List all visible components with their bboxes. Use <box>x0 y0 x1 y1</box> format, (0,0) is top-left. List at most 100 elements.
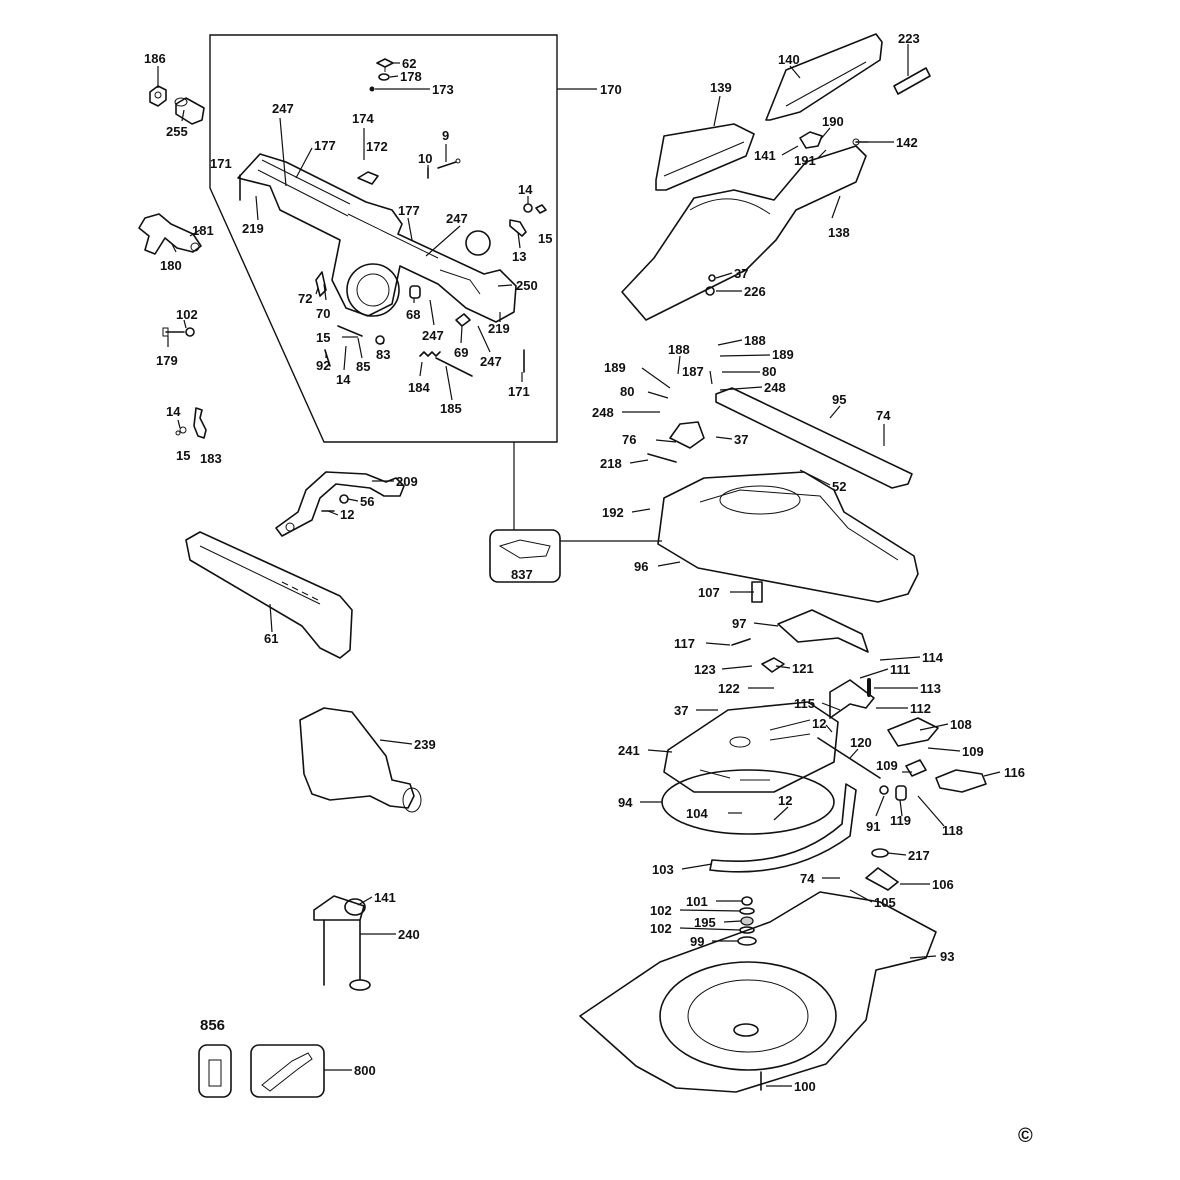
label-114: 114 <box>922 650 944 665</box>
label-223: 223 <box>898 31 920 46</box>
part-140-fence <box>765 33 883 121</box>
part-93-base <box>579 891 937 1093</box>
label-191: 191 <box>794 153 816 168</box>
label-190: 190 <box>822 114 844 129</box>
label-247: 247 <box>272 101 294 116</box>
label-219: 219 <box>488 321 510 336</box>
part-95-rail <box>715 387 913 489</box>
label-250: 250 <box>516 278 538 293</box>
label-15: 15 <box>316 330 330 345</box>
part-69-fitting <box>455 313 471 327</box>
label-170: 170 <box>600 82 622 97</box>
part-37-226-screws <box>705 274 716 296</box>
label-52: 52 <box>832 479 846 494</box>
label-68: 68 <box>406 307 420 322</box>
label-76: 76 <box>622 432 636 447</box>
label-240: 240 <box>398 927 420 942</box>
label-10: 10 <box>418 151 432 166</box>
label-247: 247 <box>422 328 444 343</box>
label-111: 111 <box>890 662 910 677</box>
label-118: 118 <box>942 823 963 838</box>
part-97-guard <box>777 609 869 653</box>
label-195: 195 <box>694 915 716 930</box>
part-9-screw <box>437 158 461 169</box>
label-123: 123 <box>694 662 716 677</box>
label-9: 9 <box>442 128 449 143</box>
label-92: 92 <box>316 358 330 373</box>
label-248: 248 <box>764 380 786 395</box>
part-117-pin <box>731 638 751 646</box>
part-139-fence <box>655 123 755 191</box>
label-37: 37 <box>674 703 688 718</box>
part-61-handle-tube <box>185 531 353 659</box>
label-102: 102 <box>650 903 672 918</box>
label-171: 171 <box>508 384 530 399</box>
label-186: 186 <box>144 51 166 66</box>
label-121: 121 <box>792 661 814 676</box>
label-80: 80 <box>762 364 776 379</box>
label-173: 173 <box>432 82 454 97</box>
part-240-clamp <box>313 895 371 991</box>
label-91: 91 <box>866 819 880 834</box>
label-100: 100 <box>794 1079 816 1094</box>
label-192: 192 <box>602 505 624 520</box>
part-837-kit-box <box>489 529 561 583</box>
label-248: 248 <box>592 405 614 420</box>
part-180-knob <box>138 213 202 255</box>
part-241-plate <box>663 701 839 793</box>
label-56: 56 <box>360 494 374 509</box>
part-15-nut <box>535 204 547 214</box>
label-113: 113 <box>920 681 941 696</box>
label-14: 14 <box>166 404 181 419</box>
part-217-washer <box>871 848 889 858</box>
label-187: 187 <box>682 364 704 379</box>
label-247: 247 <box>480 354 502 369</box>
label-109: 109 <box>962 744 984 759</box>
label-94: 94 <box>618 795 633 810</box>
label-12: 12 <box>340 507 354 522</box>
inset-box-170 <box>209 34 558 443</box>
label-189: 189 <box>604 360 626 375</box>
label-184: 184 <box>408 380 430 395</box>
part-121-lever <box>761 657 785 673</box>
part-800-tool-box <box>250 1044 325 1098</box>
label-837: 837 <box>511 567 533 582</box>
part-91-119-parts <box>879 785 907 801</box>
label-115: 115 <box>794 696 815 711</box>
label-102: 102 <box>176 307 198 322</box>
label-174: 174 <box>352 111 374 126</box>
label-183: 183 <box>200 451 222 466</box>
part-112-115-linkage <box>829 679 875 719</box>
label-122: 122 <box>718 681 740 696</box>
label-141: 141 <box>754 148 776 163</box>
label-15: 15 <box>176 448 190 463</box>
label-247: 247 <box>446 211 468 226</box>
label-96: 96 <box>634 559 648 574</box>
label-209: 209 <box>396 474 418 489</box>
part-173-pin <box>369 86 375 92</box>
label-105: 105 <box>874 895 896 910</box>
label-102: 102 <box>650 921 672 936</box>
part-85-bolt <box>337 325 363 337</box>
label-180: 180 <box>160 258 182 273</box>
label-103: 103 <box>652 862 674 877</box>
label-83: 83 <box>376 347 390 362</box>
label-255: 255 <box>166 124 188 139</box>
label-219: 219 <box>242 221 264 236</box>
label-119: 119 <box>890 813 911 828</box>
part-172-clip <box>357 171 379 185</box>
label-117: 117 <box>674 636 695 651</box>
part-856-box <box>198 1044 232 1098</box>
label-120: 120 <box>850 735 872 750</box>
callout-labels: 186 255 181 180 102 179 14 15 183 62 178… <box>144 31 1033 1147</box>
label-172: 172 <box>366 139 388 154</box>
label-800: 800 <box>354 1063 376 1078</box>
part-239-dust-bag <box>299 707 422 813</box>
label-85: 85 <box>356 359 370 374</box>
label-141: 141 <box>374 890 396 905</box>
label-179: 179 <box>156 353 178 368</box>
copyright-symbol: © <box>1018 1125 1033 1147</box>
label-104: 104 <box>686 806 708 821</box>
label-185: 185 <box>440 401 462 416</box>
